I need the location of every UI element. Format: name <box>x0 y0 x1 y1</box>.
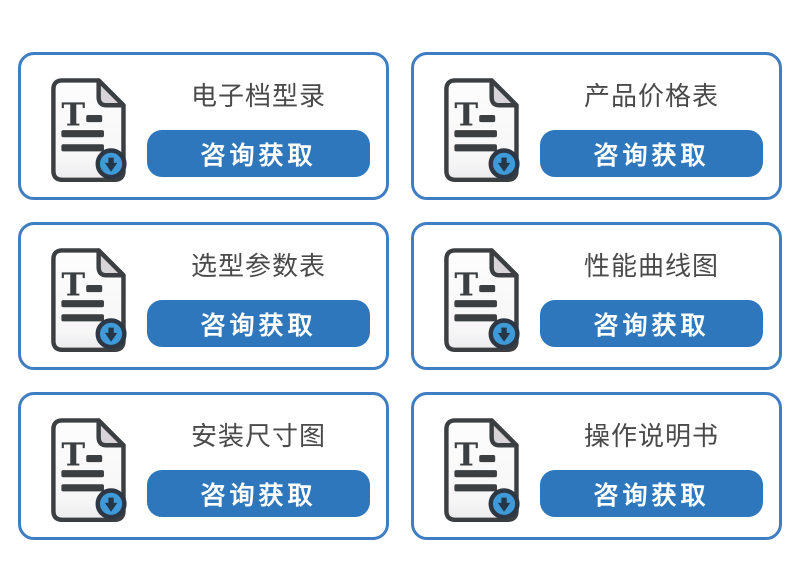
card-operation-manual: 操作说明书 咨询获取 <box>411 392 782 540</box>
document-download-icon <box>41 65 135 197</box>
card-title: 产品价格表 <box>583 81 719 111</box>
card-installation-dimensions: 安装尺寸图 咨询获取 <box>18 392 389 540</box>
document-download-icon <box>434 65 528 197</box>
card-selection-parameters: 选型参数表 咨询获取 <box>18 222 389 370</box>
consult-button[interactable]: 咨询获取 <box>147 130 370 177</box>
consult-button[interactable]: 咨询获取 <box>540 130 763 177</box>
card-content: 操作说明书 咨询获取 <box>540 395 763 537</box>
download-cards-grid: 电子档型录 咨询获取 产品价格表 咨询获取 选型参数表 咨询获取 性能曲线图 咨… <box>18 52 782 540</box>
card-title: 安装尺寸图 <box>190 421 326 451</box>
card-title: 性能曲线图 <box>583 251 719 281</box>
document-download-icon <box>434 405 528 537</box>
card-content: 电子档型录 咨询获取 <box>147 55 370 197</box>
card-title: 电子档型录 <box>190 81 326 111</box>
card-content: 选型参数表 咨询获取 <box>147 225 370 367</box>
document-download-icon <box>434 235 528 367</box>
document-download-icon <box>41 235 135 367</box>
consult-button[interactable]: 咨询获取 <box>540 470 763 517</box>
card-content: 性能曲线图 咨询获取 <box>540 225 763 367</box>
document-download-icon <box>41 405 135 537</box>
consult-button[interactable]: 咨询获取 <box>147 470 370 517</box>
card-performance-curves: 性能曲线图 咨询获取 <box>411 222 782 370</box>
card-title: 选型参数表 <box>190 251 326 281</box>
card-content: 安装尺寸图 咨询获取 <box>147 395 370 537</box>
card-electronic-catalog: 电子档型录 咨询获取 <box>18 52 389 200</box>
card-price-list: 产品价格表 咨询获取 <box>411 52 782 200</box>
card-title: 操作说明书 <box>583 421 719 451</box>
consult-button[interactable]: 咨询获取 <box>540 300 763 347</box>
card-content: 产品价格表 咨询获取 <box>540 55 763 197</box>
consult-button[interactable]: 咨询获取 <box>147 300 370 347</box>
